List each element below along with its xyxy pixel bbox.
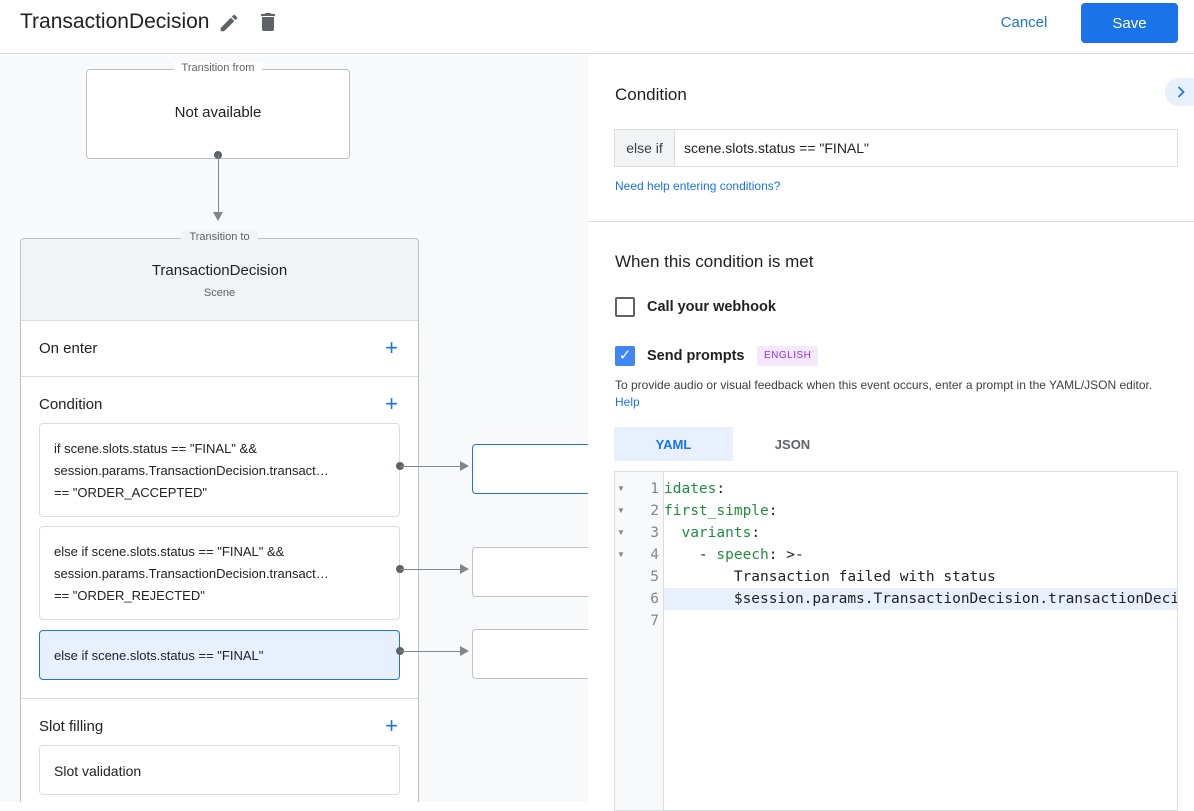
- condition-text: if scene.slots.status == "FINAL" &&: [54, 441, 257, 456]
- connector-line: [400, 651, 460, 652]
- arrow-right-icon: [460, 461, 469, 471]
- scene-canvas: Transition from Not available Transition…: [0, 55, 588, 802]
- collapse-panel-button[interactable]: [1165, 78, 1194, 106]
- condition-text: else if scene.slots.status == "FINAL": [54, 648, 264, 663]
- condition-section: Condition + if scene.slots.status == "FI…: [21, 376, 418, 698]
- editor-line[interactable]: 6 $session.params.TransactionDecision.tr…: [615, 588, 1177, 610]
- connector-line: [400, 466, 460, 467]
- condition-text: == "ORDER_REJECTED": [54, 588, 205, 603]
- fold-arrow-icon[interactable]: ▼: [617, 506, 625, 515]
- fold-arrow-icon[interactable]: ▼: [617, 484, 625, 493]
- on-enter-row[interactable]: On enter +: [21, 320, 418, 376]
- transition-from-legend: Transition from: [173, 62, 263, 74]
- scene-type: Scene: [203, 287, 236, 299]
- condition-panel: Condition else if scene.slots.status == …: [588, 55, 1194, 811]
- condition-card[interactable]: else if scene.slots.status == "FINAL" &&…: [39, 526, 400, 620]
- met-title: When this condition is met: [615, 252, 814, 271]
- condition-card-selected[interactable]: else if scene.slots.status == "FINAL": [39, 630, 400, 680]
- page-title: TransactionDecision: [20, 10, 210, 33]
- tab-label: YAML: [655, 436, 692, 452]
- editor-line[interactable]: ▼ 4 - speech: >-: [615, 544, 1177, 566]
- line-content[interactable]: Transaction failed with status: [733, 569, 996, 585]
- add-slot-icon[interactable]: +: [385, 713, 398, 738]
- editor-line[interactable]: ▼ 3 variants:: [615, 522, 1177, 544]
- editor-line[interactable]: 5 Transaction failed with status: [615, 566, 1177, 588]
- scene-header: [21, 239, 418, 320]
- line-number: 1: [650, 481, 659, 497]
- divider: [588, 221, 1194, 222]
- slot-validation-label: Slot validation: [54, 763, 142, 779]
- prompts-label: Send prompts: [647, 348, 745, 364]
- transition-to-legend: Transition to: [181, 231, 258, 243]
- condition-label: Condition: [39, 396, 103, 413]
- webhook-label: Call your webhook: [647, 299, 776, 315]
- scene-box: Transition to TransactionDecision Scene …: [20, 231, 419, 802]
- editor-gutter: [615, 472, 664, 810]
- editor-line[interactable]: 7: [615, 610, 1177, 632]
- arrow-down-icon: [213, 212, 223, 221]
- slot-validation-card[interactable]: Slot validation: [39, 745, 400, 795]
- condition-text: == "ORDER_ACCEPTED": [54, 485, 207, 500]
- yaml-editor[interactable]: ▼ 1 idates:▼ 2 first_simple:▼ 3 variants…: [614, 471, 1178, 811]
- editor-line[interactable]: ▼ 2 first_simple:: [615, 500, 1177, 522]
- condition-text: session.params.TransactionDecision.trans…: [54, 463, 329, 478]
- fold-arrow-icon[interactable]: ▼: [617, 528, 625, 537]
- condition-prefix: else if: [615, 130, 675, 166]
- header: TransactionDecision Cancel Save: [0, 0, 1194, 54]
- editor-line[interactable]: ▼ 1 idates:: [615, 478, 1177, 500]
- cancel-button[interactable]: Cancel: [1000, 13, 1048, 31]
- delete-icon[interactable]: [256, 10, 280, 39]
- transition-from-box: Transition from Not available: [86, 62, 350, 159]
- line-content[interactable]: variants:: [681, 525, 761, 541]
- description-text: To provide audio or visual feedback when…: [615, 378, 1153, 392]
- line-content[interactable]: - speech: >-: [664, 547, 804, 563]
- webhook-checkbox[interactable]: [615, 297, 635, 317]
- line-number: 2: [650, 503, 659, 519]
- transition-target-box[interactable]: [472, 629, 588, 679]
- line-content[interactable]: first_simple:: [664, 503, 778, 519]
- help-link[interactable]: Help: [615, 395, 640, 409]
- arrow-right-icon: [460, 646, 469, 656]
- condition-title: Condition: [615, 85, 687, 104]
- slot-filling-label: Slot filling: [39, 718, 104, 735]
- condition-value[interactable]: scene.slots.status == "FINAL": [684, 140, 870, 156]
- fold-arrow-icon[interactable]: ▼: [617, 550, 625, 559]
- condition-text: session.params.TransactionDecision.trans…: [54, 566, 329, 581]
- connector-line: [218, 155, 219, 213]
- tab-yaml[interactable]: YAML: [614, 427, 733, 461]
- connector-line: [400, 569, 460, 570]
- transition-from-value: Not available: [174, 104, 262, 121]
- language-badge: ENGLISH: [757, 346, 819, 366]
- line-number: 7: [650, 613, 659, 629]
- add-condition-icon[interactable]: +: [385, 391, 398, 416]
- edit-icon[interactable]: [218, 12, 240, 39]
- line-number: 3: [650, 525, 659, 541]
- chevron-right-icon: [1177, 86, 1185, 98]
- on-enter-label: On enter: [39, 340, 98, 357]
- prompts-checkbox[interactable]: ✓: [615, 346, 635, 366]
- save-button[interactable]: Save: [1081, 3, 1178, 43]
- add-on-enter-icon[interactable]: +: [385, 335, 398, 360]
- line-content[interactable]: $session.params.TransactionDecision.tran…: [664, 588, 1177, 610]
- line-number: 4: [650, 547, 659, 563]
- prompt-description: To provide audio or visual feedback when…: [615, 377, 1175, 411]
- condition-input[interactable]: else if scene.slots.status == "FINAL": [614, 129, 1178, 167]
- line-number: 5: [650, 569, 659, 585]
- transition-target-box[interactable]: [472, 547, 588, 597]
- arrow-right-icon: [460, 564, 469, 574]
- scene-name[interactable]: TransactionDecision: [151, 262, 288, 279]
- condition-text: else if scene.slots.status == "FINAL" &&: [54, 544, 285, 559]
- slot-filling-section: Slot filling + Slot validation: [21, 698, 418, 802]
- tab-label: JSON: [774, 436, 811, 452]
- transition-target-box[interactable]: [472, 444, 588, 494]
- line-number: 6: [650, 591, 659, 607]
- line-content[interactable]: idates:: [664, 481, 726, 497]
- condition-help-link[interactable]: Need help entering conditions?: [615, 179, 781, 193]
- condition-card[interactable]: if scene.slots.status == "FINAL" && sess…: [39, 423, 400, 517]
- tab-json[interactable]: JSON: [733, 427, 852, 461]
